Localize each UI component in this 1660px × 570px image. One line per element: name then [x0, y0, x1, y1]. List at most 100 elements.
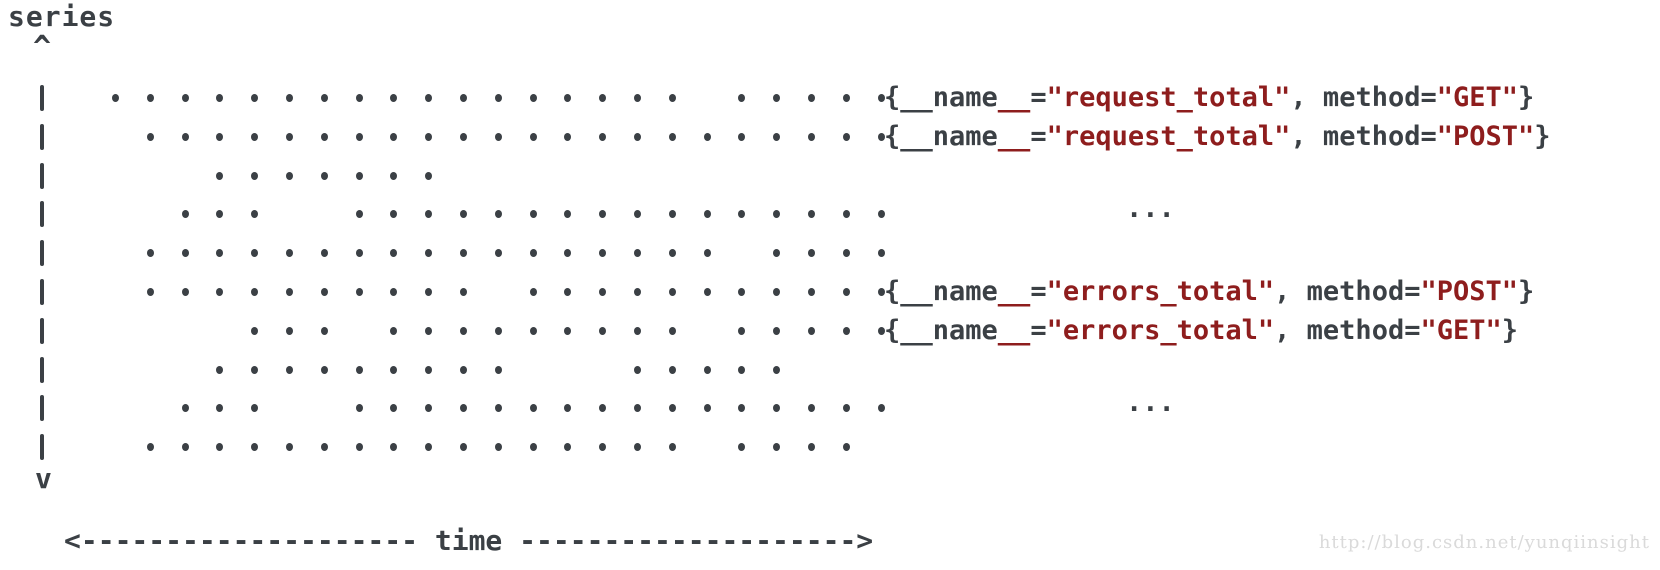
data-point-dot: [425, 171, 433, 180]
data-point-dot: [668, 132, 676, 141]
data-point-dot: [668, 326, 676, 335]
data-point-dot: [251, 404, 259, 413]
data-point-dot: [390, 365, 398, 374]
labelset-segment: "POST": [1436, 120, 1535, 152]
data-point-dot: [460, 404, 467, 413]
data-point-dot: [286, 132, 293, 141]
data-point-dot: [529, 288, 537, 296]
data-point-dot: [599, 249, 607, 258]
data-point-dot: [251, 210, 259, 219]
labelset-segment: "request_total": [1046, 82, 1291, 113]
data-point-dot: [564, 443, 572, 452]
data-point-dot: [634, 365, 641, 374]
data-point-dot: [634, 443, 641, 452]
data-point-dot: [390, 288, 398, 296]
data-point-dot: [738, 94, 746, 102]
data-point-dot: [842, 404, 850, 413]
labelset-segment: }: [1518, 82, 1535, 113]
data-point-dot: [146, 443, 154, 452]
data-point-dot: [425, 443, 433, 452]
ellipsis-label: ...: [1126, 193, 1175, 225]
data-point-dot: [425, 94, 433, 102]
data-point-dot: [390, 326, 398, 335]
data-point-dot: [877, 288, 885, 296]
data-point-dot: [877, 210, 885, 219]
data-point-dot: [320, 249, 328, 258]
data-point-dot: [460, 132, 467, 141]
data-point-dot: [529, 404, 537, 413]
labelset-segment: "request_total": [1046, 120, 1291, 152]
data-point-dot: [808, 443, 815, 452]
data-point-dot: [460, 288, 467, 296]
y-axis-label-series: series: [8, 0, 116, 33]
data-point-dot: [181, 132, 189, 141]
data-point-dot: [251, 132, 259, 141]
data-point-dot: [216, 443, 224, 452]
ellipsis-label: ...: [1126, 387, 1175, 419]
data-point-dot: [355, 404, 363, 413]
data-point-dot: [668, 249, 676, 258]
data-point-dot: [529, 94, 537, 102]
data-point-dot: [494, 249, 502, 258]
data-point-dot: [703, 249, 711, 258]
labelset-segment: __: [997, 120, 1031, 152]
data-point-dot: [216, 404, 224, 413]
labelset-segment: "errors_total": [1046, 276, 1275, 307]
data-point-dot: [390, 249, 398, 258]
data-point-dot: [808, 326, 815, 335]
labelset-segment: }: [1501, 314, 1519, 346]
data-point-dot: [460, 210, 467, 219]
labelset-segment: __: [997, 276, 1031, 307]
data-point-dot: [842, 326, 850, 335]
data-point-dot: [251, 171, 259, 180]
data-point-dot: [634, 288, 641, 296]
data-point-dot: [460, 326, 467, 335]
data-point-dot: [494, 132, 502, 141]
data-point-dot: [251, 249, 259, 258]
labelset-segment: =: [1030, 314, 1047, 346]
data-point-dot: [216, 365, 224, 374]
data-point-dot: [216, 288, 224, 296]
data-point-dot: [773, 365, 781, 374]
data-point-dot: [216, 171, 224, 180]
data-point-dot: [286, 171, 293, 180]
data-point-dot: [425, 210, 433, 219]
data-point-dot: [251, 365, 259, 374]
data-point-dot: [842, 249, 850, 258]
data-point-dot: [425, 249, 433, 258]
data-point-dot: [390, 443, 398, 452]
data-point-dot: [564, 326, 572, 335]
data-point-dot: [529, 443, 537, 452]
y-axis-line-segment: [40, 434, 44, 461]
data-point-dot: [842, 288, 850, 296]
data-point-dot: [425, 365, 433, 374]
data-point-dot: [181, 210, 189, 219]
data-point-dot: [668, 94, 676, 102]
data-point-dot: [425, 326, 433, 335]
data-point-dot: [216, 94, 224, 102]
data-point-dot: [808, 249, 815, 258]
data-point-dot: [773, 210, 781, 219]
labelset-segment: =: [1030, 276, 1047, 307]
data-point-dot: [808, 404, 815, 413]
data-point-dot: [738, 210, 746, 219]
data-point-dot: [181, 443, 189, 452]
data-point-dot: [355, 210, 363, 219]
data-point-dot: [599, 94, 607, 102]
data-point-dot: [703, 404, 711, 413]
data-point-dot: [390, 94, 398, 102]
data-point-dot: [668, 365, 676, 374]
data-point-dot: [738, 404, 746, 413]
data-point-dot: [425, 288, 433, 296]
y-axis-line-segment: [40, 201, 44, 228]
data-point-dot: [773, 326, 781, 335]
data-point-dot: [251, 94, 259, 102]
data-point-dot: [564, 210, 572, 219]
data-point-dot: [634, 210, 641, 219]
data-point-dot: [842, 132, 850, 141]
data-point-dot: [286, 443, 293, 452]
data-point-dot: [773, 249, 781, 258]
labelset-segment: "errors_total": [1046, 314, 1275, 346]
data-point-dot: [460, 443, 467, 452]
